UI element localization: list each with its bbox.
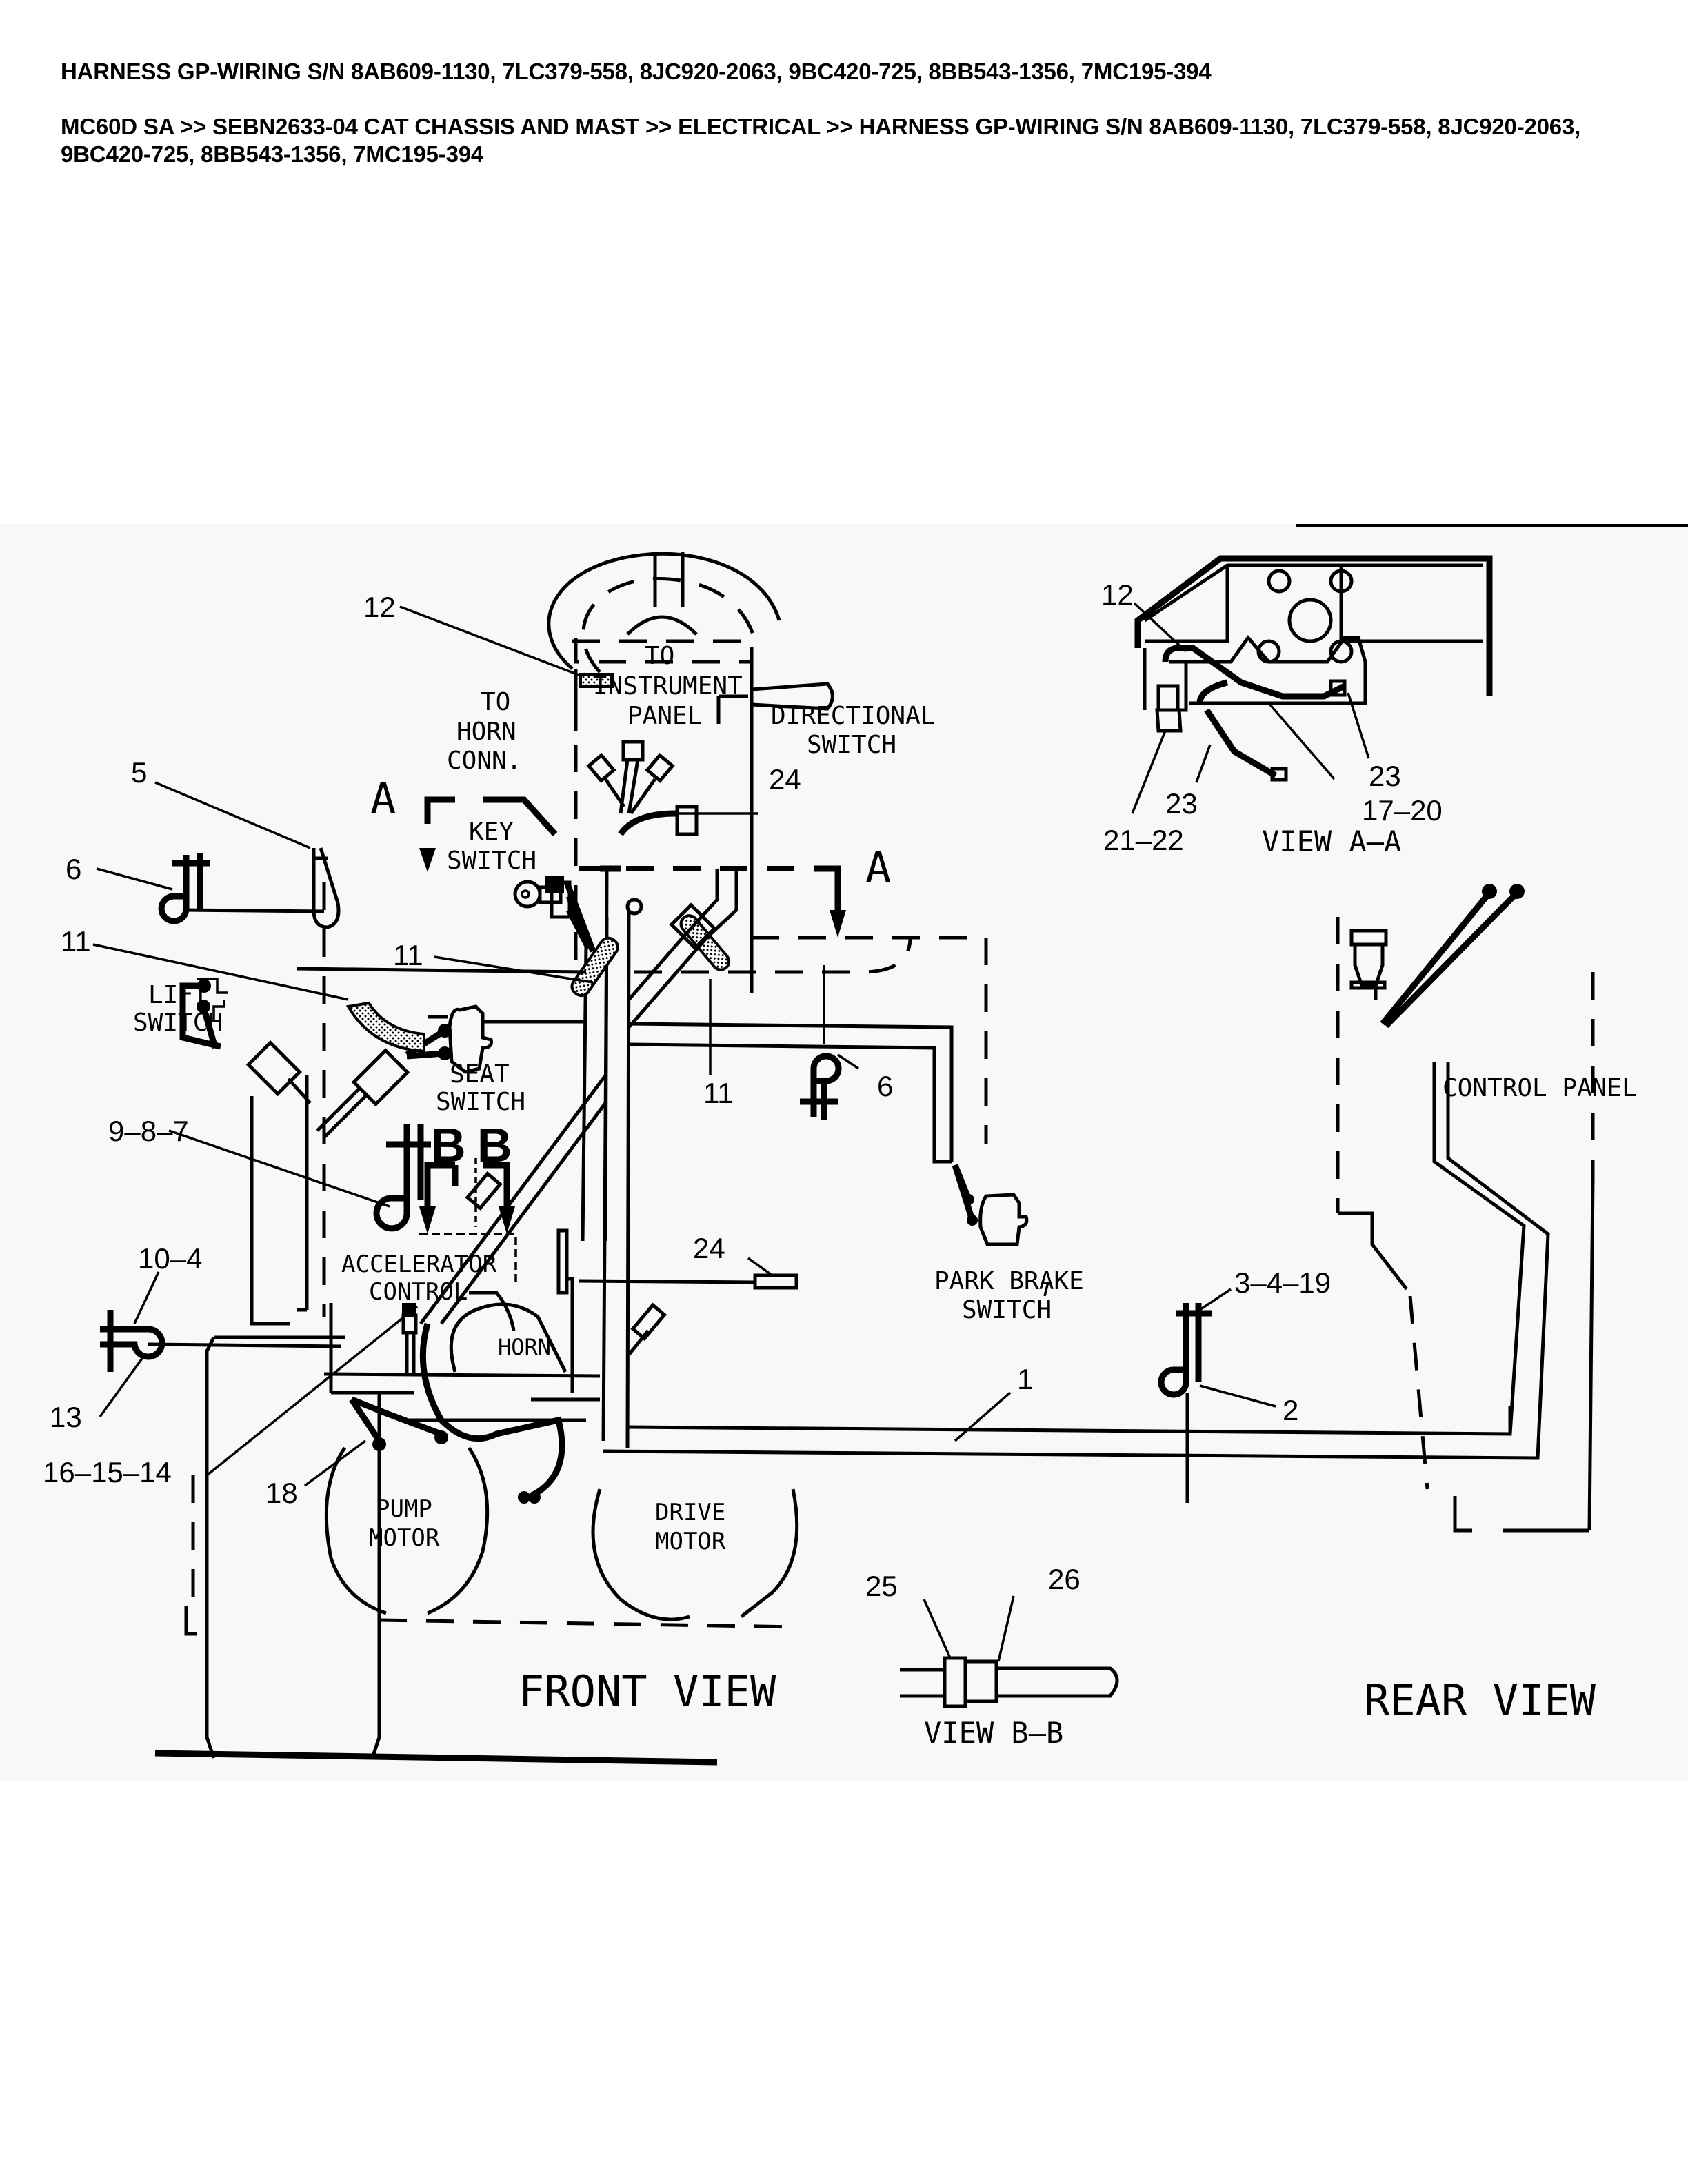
label-front-view: FRONT VIEW	[519, 1666, 776, 1717]
label-view-aa: VIEW A–A	[1262, 825, 1401, 858]
label-to-horn-3: CONN.	[447, 747, 521, 775]
control-panel-connector	[1349, 884, 1525, 1029]
label-drive-motor-2: MOTOR	[655, 1528, 726, 1555]
callout-11-mid: 11	[393, 939, 423, 971]
label-key-switch-2: SWITCH	[447, 847, 536, 875]
horn	[323, 1302, 601, 1504]
label-directional-1: DIRECTIONAL	[771, 702, 935, 730]
label-control-panel: CONTROL PANEL	[1443, 1074, 1637, 1102]
pump-motor	[324, 1446, 490, 1615]
section-b-cut: B B	[373, 1118, 515, 1234]
callout-13: 13	[50, 1401, 82, 1433]
rear-view-outline	[1043, 917, 1595, 1533]
label-lift-switch-2: SWITCH	[133, 1009, 223, 1037]
callout-26: 26	[1048, 1563, 1081, 1595]
callout-1: 1	[1017, 1363, 1033, 1395]
label-seat-switch-1: SEAT	[450, 1060, 510, 1089]
callout-6-center: 6	[877, 1070, 893, 1102]
label-directional-2: SWITCH	[807, 731, 896, 759]
clip-6-left	[158, 853, 325, 924]
page-title: HARNESS GP-WIRING S/N 8AB609-1130, 7LC37…	[61, 59, 1212, 84]
clip-10-4	[100, 1310, 342, 1372]
label-pump-motor-1: PUMP	[376, 1495, 432, 1523]
drive-motor	[591, 1488, 799, 1621]
label-accelerator-1: ACCELERATOR	[341, 1251, 497, 1278]
clip-5	[312, 847, 341, 929]
harness-sleeve-11	[345, 1001, 425, 1053]
harness-clip-12	[579, 673, 614, 688]
callout-24-top: 24	[769, 763, 801, 796]
label-seat-switch-2: SWITCH	[436, 1088, 525, 1116]
callout-25: 25	[865, 1570, 898, 1602]
clip-3-4-19	[1158, 1303, 1212, 1503]
label-to-horn-2: HORN	[456, 718, 516, 746]
callout-10-4: 10–4	[138, 1242, 202, 1275]
pump-motor-connectors	[349, 1396, 586, 1451]
callout-9-8-7: 9–8–7	[108, 1115, 189, 1147]
section-a-cut: A A	[370, 774, 891, 938]
label-lift-switch-1: LIFT	[148, 981, 208, 1009]
connector-24	[675, 805, 699, 836]
label-pump-motor-2: MOTOR	[369, 1524, 440, 1552]
component-labels: TO INSTRUMENT PANEL TO HORN CONN. DIRECT…	[133, 642, 1637, 1750]
callout-11-center: 11	[703, 1077, 734, 1109]
callout-12-aa: 12	[1101, 578, 1134, 611]
view-aa-diagram	[1131, 555, 1493, 814]
connector-harness-right	[630, 1302, 667, 1342]
diagram-canvas: A A	[43, 524, 1688, 1766]
item-24-mid	[556, 1228, 798, 1393]
seat-switch-connector	[351, 1048, 410, 1107]
section-a-label-left: A	[370, 774, 396, 824]
label-to-instrument-2: INSTRUMENT	[593, 672, 743, 700]
main-harness	[419, 868, 1550, 1460]
wiring-diagram: A A	[0, 524, 1688, 1781]
callout-23-a: 23	[1165, 787, 1198, 820]
seat-switch	[316, 1001, 586, 1139]
section-a-label-right: A	[865, 842, 891, 893]
label-horn: HORN	[498, 1334, 551, 1360]
label-to-instrument-3: PANEL	[627, 702, 702, 730]
floor-line	[154, 1750, 718, 1766]
callout-18: 18	[265, 1477, 298, 1509]
clip-6-center	[800, 965, 842, 1120]
callout-3-4-19: 3–4–19	[1234, 1266, 1331, 1299]
label-to-horn-1: TO	[481, 688, 510, 716]
callout-numbers: 12 5 6 11 11 24 11 6 9–8–7 10–4 13 16–15…	[43, 578, 1443, 1602]
callout-11-left: 11	[61, 925, 91, 958]
label-rear-view: REAR VIEW	[1364, 1675, 1596, 1726]
callout-2: 2	[1283, 1394, 1298, 1426]
key-icon	[513, 880, 542, 909]
callout-leaders	[92, 605, 1276, 1487]
callout-12: 12	[363, 591, 396, 623]
label-park-brake-1: PARK BRAKE	[934, 1267, 1084, 1295]
label-to-instrument-1: TO	[645, 642, 674, 670]
lift-switch	[179, 978, 312, 1104]
label-park-brake-2: SWITCH	[962, 1296, 1052, 1324]
label-accelerator-2: CONTROL	[369, 1278, 468, 1306]
accelerator-control	[205, 1233, 517, 1477]
callout-21-22: 21–22	[1103, 824, 1184, 856]
key-switch	[513, 876, 596, 953]
callout-24-mid: 24	[693, 1232, 725, 1264]
park-brake-switch	[952, 1164, 1029, 1246]
leader-1	[954, 1391, 1012, 1442]
callout-16-15-14: 16–15–14	[43, 1456, 172, 1488]
callout-23-b: 23	[1369, 760, 1401, 792]
label-key-switch-1: KEY	[469, 818, 514, 846]
callout-6-left: 6	[66, 853, 81, 885]
lift-switch-connector	[245, 1040, 303, 1097]
directional-lever	[751, 682, 834, 711]
breadcrumb[interactable]: MC60D SA >> SEBN2633-04 CAT CHASSIS AND …	[61, 114, 1581, 167]
view-bb-diagram	[900, 1595, 1119, 1708]
callout-5: 5	[131, 756, 147, 789]
callout-17-20: 17–20	[1362, 794, 1443, 827]
label-drive-motor-1: DRIVE	[655, 1499, 725, 1526]
steering-wheel	[547, 552, 781, 674]
instrument-connectors	[586, 740, 699, 836]
label-view-bb: VIEW B–B	[924, 1716, 1063, 1750]
